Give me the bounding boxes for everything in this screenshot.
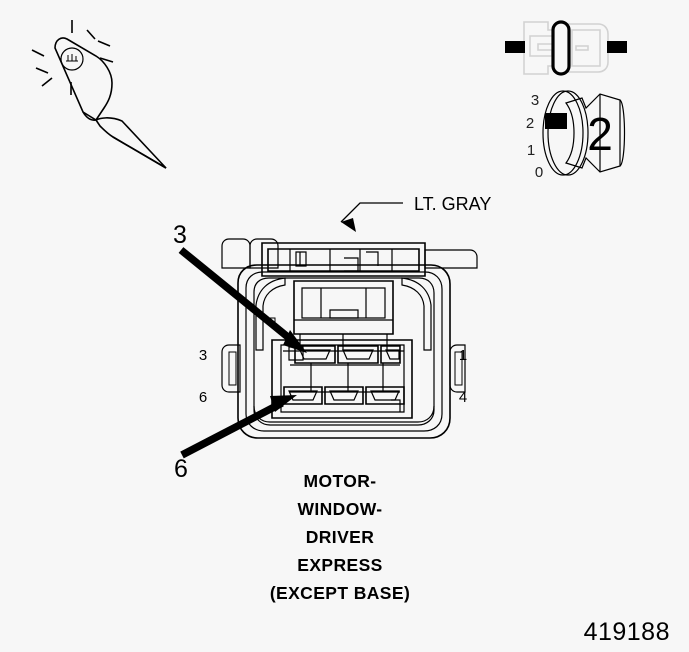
cavity-row-top [294,345,401,364]
gauge-marker [545,113,567,129]
cavity-5 [324,386,364,405]
terminal-removal-tool-icon [31,20,167,169]
pin-label-right-bottom: 4 [459,389,467,406]
color-callout-arrowhead [341,218,356,232]
connector-body [221,238,478,439]
callout-6: 6 [174,395,297,483]
gauge-scale-label-1: 1 [527,142,535,159]
cavity-2 [337,345,379,364]
pin-label-left-bottom: 6 [199,389,207,406]
caption-line-1: MOTOR- [303,471,376,491]
gauge-scale-label-2: 2 [526,115,534,132]
caption-line-4: EXPRESS [297,555,382,575]
cavity-1 [380,345,401,364]
cavity-3 [294,345,336,364]
tool-emblem-icon [60,47,84,71]
cavity-size-gauge: 3 2 1 0 2 [526,90,626,181]
cavity-4 [365,386,405,405]
part-number: 419188 [584,618,670,646]
gauge-scale-label-3: 3 [531,92,539,109]
gauge-size-value: 2 [587,108,613,160]
pin-label-left-top: 3 [199,347,207,364]
caption-line-2: WINDOW- [297,499,382,519]
callout-3-label: 3 [173,221,187,249]
mated-connector-pair-symbol [505,20,627,76]
color-callout: LT. GRAY [340,194,491,232]
pin-label-right-top: 1 [459,347,467,364]
connector-caption: MOTOR- WINDOW- DRIVER EXPRESS (EXCEPT BA… [270,471,410,603]
wire-stub-left [505,41,525,53]
callout-6-label: 6 [174,455,188,483]
callout-3-arrowhead [283,330,307,353]
callout-6-arrowhead [270,395,297,412]
caption-line-5: (EXCEPT BASE) [270,583,410,603]
color-label: LT. GRAY [414,194,491,214]
caption-line-3: DRIVER [306,527,375,547]
wire-stub-right [607,41,627,53]
mating-interface-highlight [551,20,571,76]
gauge-scale-label-0: 0 [535,164,543,181]
callout-3: 3 [173,221,307,353]
